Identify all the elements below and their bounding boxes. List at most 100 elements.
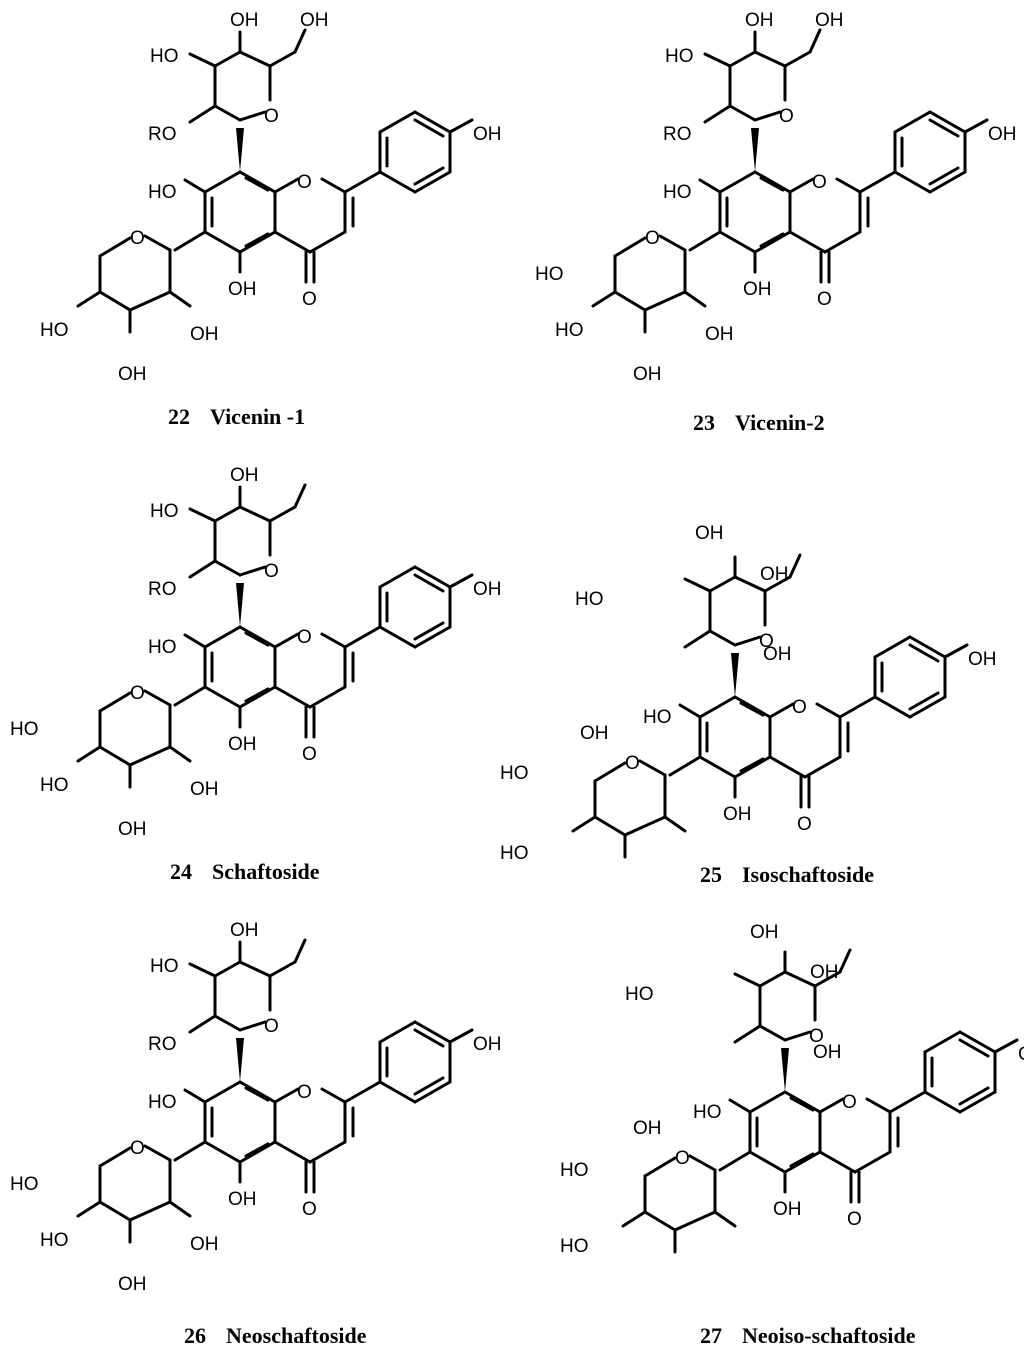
ring-oxygen-label: O [812, 172, 827, 193]
structure-22: O O OH HO OH RO HO OH OH O O HO OH OH 22… [40, 10, 502, 429]
hydroxyl-label: OH [230, 920, 259, 941]
hydroxyl-label: OH [745, 10, 774, 31]
hydroxyl-label: HO [500, 843, 529, 864]
hydroxyl-label: HO [560, 1236, 589, 1257]
compound-number: 22 [168, 404, 190, 429]
compound-name: Neoiso-schaftoside [742, 1323, 916, 1348]
ring-oxygen-label: O [842, 1092, 857, 1113]
hydroxyl-label: HO [500, 763, 529, 784]
hydroxyl-label: OH [230, 10, 259, 31]
hydroxyl-label: OH [118, 364, 147, 385]
hydroxyl-label: OH [968, 649, 997, 670]
compound-name: Schaftoside [212, 859, 320, 884]
hydroxyl-label: OH [813, 1042, 842, 1063]
ring-oxygen-label: O [759, 631, 774, 652]
compound-number: 23 [693, 410, 715, 435]
compound-number: 25 [700, 862, 722, 887]
compound-number: 27 [700, 1323, 722, 1348]
ring-oxygen-label: O [130, 228, 145, 249]
hydroxyl-label: OH [300, 10, 329, 31]
hydroxyl-label: HO [663, 182, 692, 203]
hydroxyl-label: HO [40, 320, 69, 341]
ring-oxygen-label: O [645, 228, 660, 249]
hydroxyl-label: OH [190, 1234, 219, 1255]
hydroxyl-label: HO [40, 1230, 69, 1251]
ring-oxygen-label: O [130, 1138, 145, 1159]
hydroxyl-label: OH [633, 364, 662, 385]
hydroxyl-label: OH [473, 579, 502, 600]
hydroxyl-label: OH [230, 465, 259, 486]
hydroxyl-label: HO [40, 775, 69, 796]
substituent-r-label: RO [663, 124, 692, 145]
hydroxyl-label: HO [148, 182, 177, 203]
substituent-r-label: RO [148, 579, 177, 600]
ring-oxygen-label: O [792, 697, 807, 718]
substituent-r-label: RO [148, 124, 177, 145]
compound-name: Neoschaftoside [226, 1323, 367, 1348]
hydroxyl-label: OH [763, 644, 792, 665]
substituent-r-label: RO [148, 1034, 177, 1055]
hydroxyl-label: HO [575, 589, 604, 610]
ring-oxygen-label: O [297, 627, 312, 648]
hydroxyl-label: OH [228, 1189, 257, 1210]
compound-name: Vicenin -1 [210, 404, 305, 429]
hydroxyl-label: OH [760, 564, 789, 585]
hydroxyl-label: OH [773, 1199, 802, 1220]
carbonyl-oxygen-label: O [302, 1199, 317, 1220]
ring-oxygen-label: O [675, 1148, 690, 1169]
hydroxyl-label: HO [148, 637, 177, 658]
hydroxyl-label: HO [150, 501, 179, 522]
hydroxyl-label: HO [10, 1174, 39, 1195]
hydroxyl-label: OH [473, 124, 502, 145]
hydroxyl-label: OH [723, 804, 752, 825]
hydroxyl-label: HO [150, 956, 179, 977]
hydroxyl-label: HO [693, 1102, 722, 1123]
hydroxyl-label: OH [580, 723, 609, 744]
hydroxyl-label: OH [118, 1274, 147, 1295]
hydroxyl-label: OH [228, 279, 257, 300]
hydroxyl-label: OH [750, 922, 779, 943]
carbonyl-oxygen-label: O [302, 744, 317, 765]
hydroxyl-label: OH [190, 324, 219, 345]
hydroxyl-label: HO [625, 984, 654, 1005]
hydroxyl-label: HO [535, 264, 564, 285]
carbonyl-oxygen-label: O [797, 814, 812, 835]
hydroxyl-label: HO [148, 1092, 177, 1113]
hydroxyl-label: HO [555, 320, 584, 341]
carbonyl-oxygen-label: O [847, 1209, 862, 1230]
ring-oxygen-label: O [264, 561, 279, 582]
hydroxyl-label: HO [560, 1160, 589, 1181]
structure-27: O O OH HO OH HO OH OH OH O O OH HO HO 27… [560, 922, 1024, 1348]
hydroxyl-label: OH [743, 279, 772, 300]
compound-number: 26 [184, 1323, 206, 1348]
carbonyl-oxygen-label: O [817, 289, 832, 310]
ring-oxygen-label: O [130, 683, 145, 704]
compound-name: Vicenin-2 [735, 410, 825, 435]
structure-25: O O OH HO OH HO OH OH OH O O OH HO HO 25… [500, 523, 997, 887]
hydroxyl-label: OH [815, 10, 844, 31]
hydroxyl-label: HO [10, 719, 39, 740]
hydroxyl-label: OH [228, 734, 257, 755]
hydroxyl-label: OH [695, 523, 724, 544]
ring-oxygen-label: O [297, 172, 312, 193]
structure-24: O O OH HO OH RO HO OH O O HO HO OH OH 24… [10, 465, 502, 884]
ring-oxygen-label: O [625, 753, 640, 774]
ring-oxygen-label: O [264, 106, 279, 127]
hydroxyl-label: HO [665, 46, 694, 67]
hydroxyl-label: OH [705, 324, 734, 345]
structure-26: O O OH HO OH RO HO OH O O HO HO OH OH 26… [10, 920, 502, 1348]
compound-number: 24 [170, 859, 192, 884]
hydroxyl-label: OH [1018, 1044, 1024, 1065]
hydroxyl-label: OH [473, 1034, 502, 1055]
hydroxyl-label: OH [118, 819, 147, 840]
hydroxyl-label: OH [988, 124, 1017, 145]
structure-23: O O OH HO OH RO HO OH OH O O HO HO OH OH… [535, 10, 1017, 435]
hydroxyl-label: HO [150, 46, 179, 67]
ring-oxygen-label: O [779, 106, 794, 127]
carbonyl-oxygen-label: O [302, 289, 317, 310]
compound-name: Isoschaftoside [742, 862, 874, 887]
ring-oxygen-label: O [809, 1026, 824, 1047]
ring-oxygen-label: O [297, 1082, 312, 1103]
hydroxyl-label: HO [643, 707, 672, 728]
